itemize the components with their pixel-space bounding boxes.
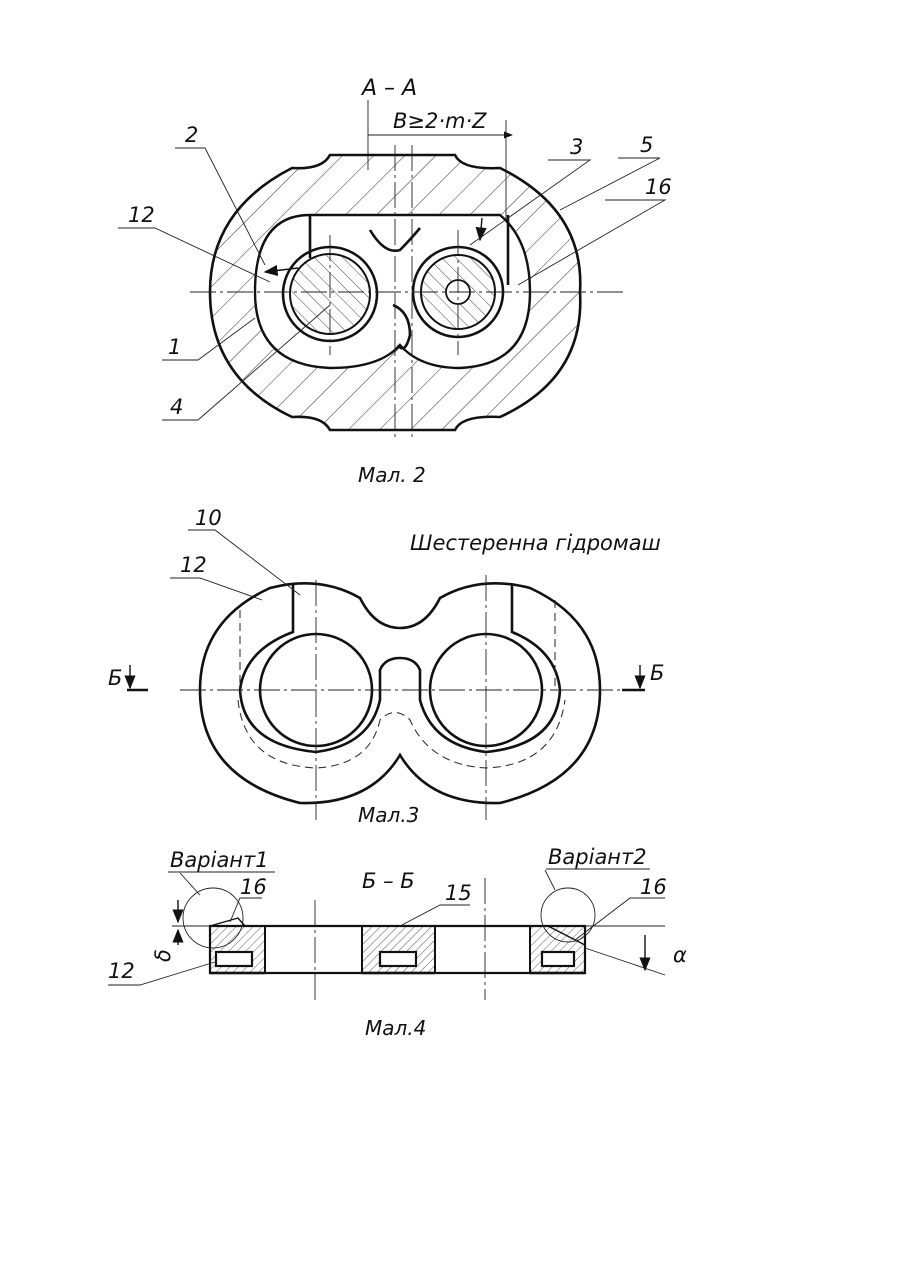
figure-3: Шестеренна гідромаш Б Б 10 12 Мал.3 bbox=[108, 506, 664, 827]
caption-fig2: Мал. 2 bbox=[358, 463, 426, 487]
variant-1-label: Варіант1 bbox=[170, 848, 269, 872]
variant-2-label: Варіант2 bbox=[548, 845, 647, 869]
variant-1-step bbox=[210, 918, 245, 926]
label-12: 12 bbox=[128, 203, 155, 227]
caption-fig3: Мал.3 bbox=[358, 803, 419, 827]
label-16-variant2: 16 bbox=[640, 875, 667, 899]
label-16: 16 bbox=[645, 175, 672, 199]
dimension-b-text: B≥2·m·Z bbox=[393, 109, 487, 133]
section-mark-left bbox=[127, 665, 148, 690]
label-1: 1 bbox=[168, 335, 181, 359]
label-12-fig4: 12 bbox=[108, 959, 135, 983]
fig3-note: Шестеренна гідромаш bbox=[410, 531, 661, 555]
delta-symbol: δ bbox=[151, 949, 175, 962]
figure-4: Б – Б Варіант1 Варіант2 δ α bbox=[108, 845, 687, 1040]
alpha-symbol: α bbox=[673, 943, 687, 967]
section-letter-right: Б bbox=[650, 661, 664, 685]
label-16-variant1: 16 bbox=[240, 875, 267, 899]
section-letter-left: Б bbox=[108, 666, 122, 690]
label-4: 4 bbox=[170, 395, 183, 419]
section-mark-right bbox=[622, 665, 645, 690]
label-5: 5 bbox=[640, 133, 653, 157]
label-15: 15 bbox=[445, 881, 472, 905]
section-title-a-a: А – А bbox=[360, 76, 417, 101]
caption-fig4: Мал.4 bbox=[365, 1016, 426, 1040]
label-3: 3 bbox=[570, 135, 583, 159]
label-10: 10 bbox=[195, 506, 222, 530]
label-2: 2 bbox=[185, 123, 198, 147]
figure-2: А – А B≥2·m·Z bbox=[118, 76, 672, 487]
label-12-fig3: 12 bbox=[180, 553, 207, 577]
section-title-b-b: Б – Б bbox=[362, 869, 415, 893]
